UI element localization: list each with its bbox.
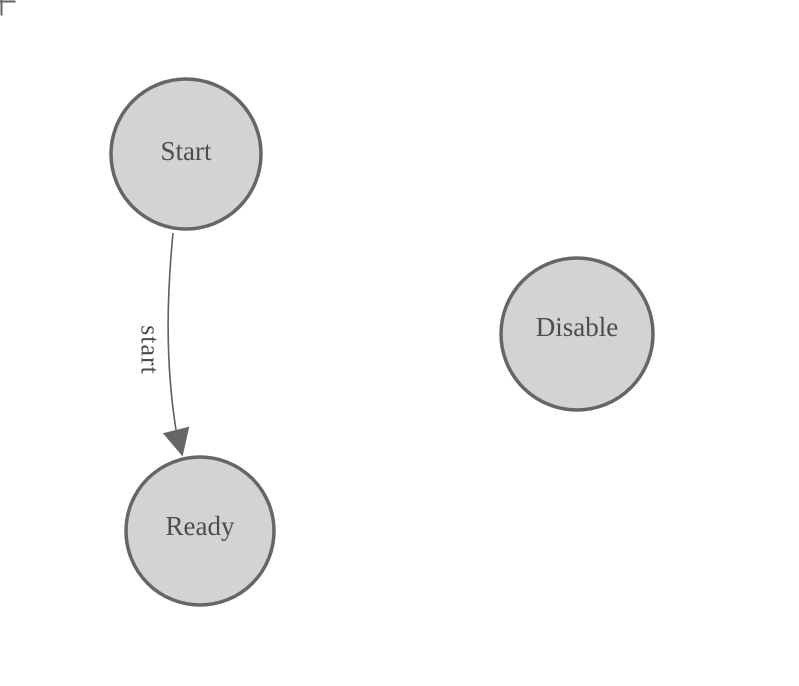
node-ready-circle[interactable]	[124, 455, 276, 607]
edge-label: start	[136, 325, 165, 375]
node-disable[interactable]: Disable	[499, 256, 655, 412]
edge-path[interactable]	[167, 232, 177, 431]
node-disable-circle[interactable]	[499, 256, 655, 412]
node-start[interactable]: Start	[109, 77, 263, 231]
edge-start-to-ready[interactable]: start	[136, 232, 190, 457]
node-start-label: Start	[161, 136, 212, 166]
node-disable-label: Disable	[536, 312, 618, 342]
canvas-corner-mark-icon	[0, 0, 16, 16]
node-ready-label: Ready	[166, 511, 235, 541]
node-ready[interactable]: Ready	[124, 455, 276, 607]
arrowhead-icon	[162, 426, 190, 457]
node-start-circle[interactable]	[109, 77, 263, 231]
